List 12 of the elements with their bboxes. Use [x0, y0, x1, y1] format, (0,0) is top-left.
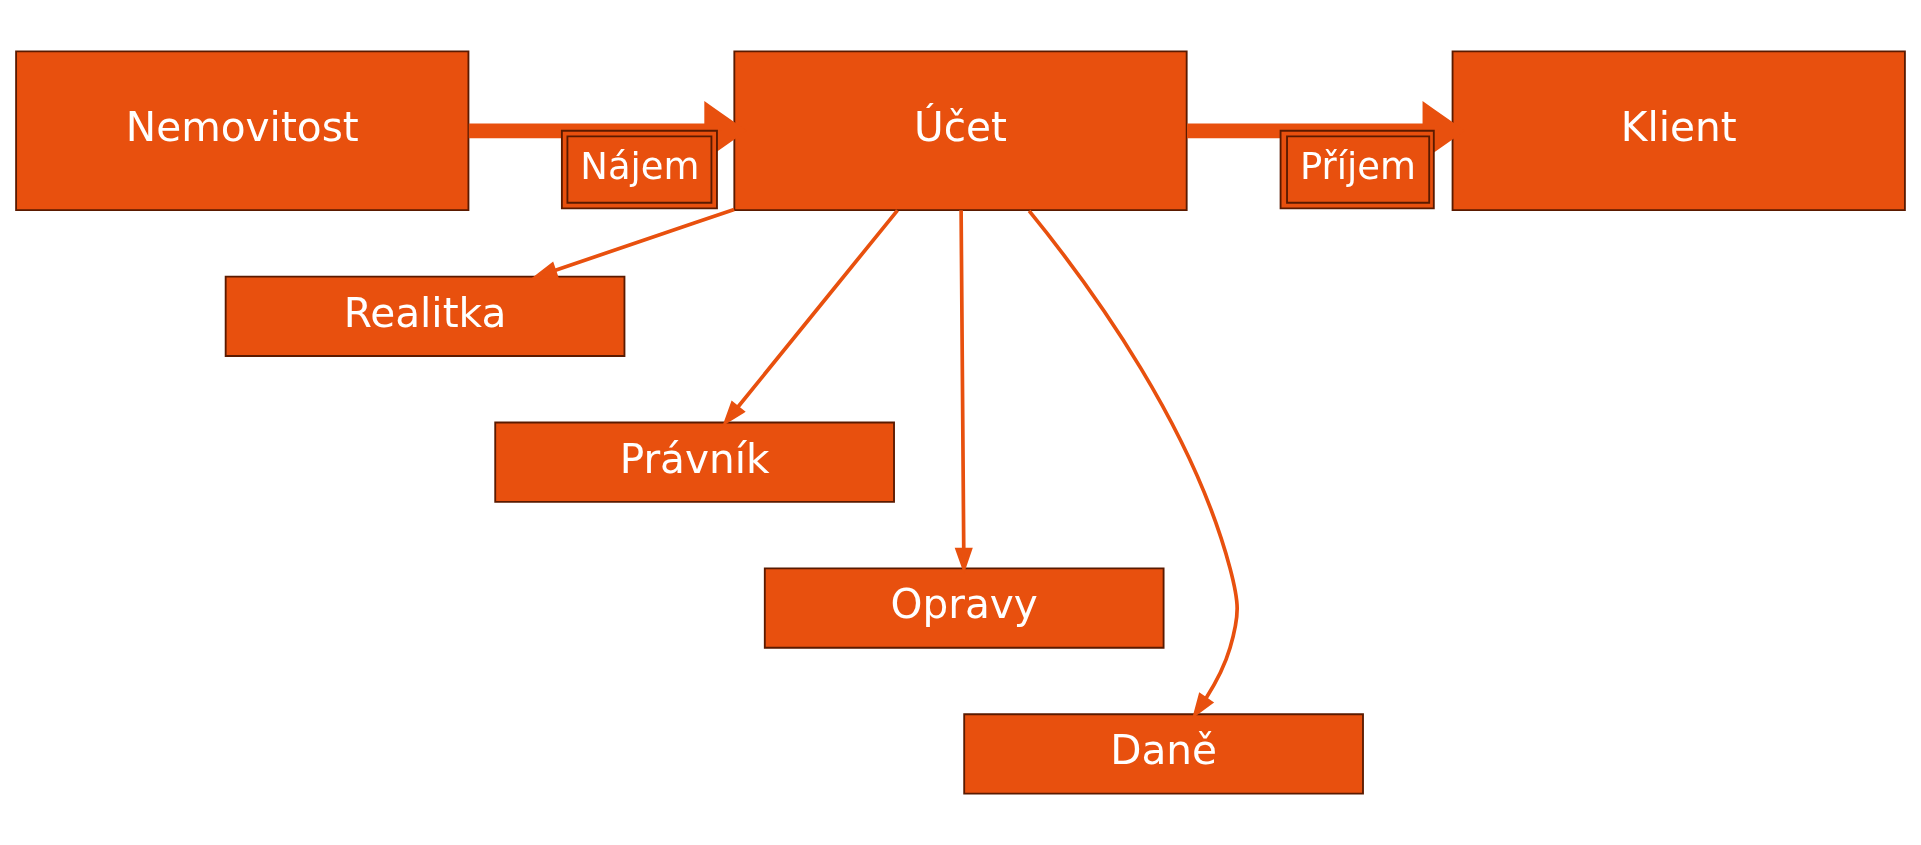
node-box: Realitka: [224, 275, 626, 357]
node-box: Daně: [963, 713, 1364, 795]
edge-label: Nájem: [580, 144, 700, 188]
node-box: Nemovitost: [15, 50, 470, 212]
arrow: [531, 207, 735, 279]
node-box: Klient: [1451, 50, 1906, 212]
arrow: [722, 209, 899, 427]
node-box: Opravy: [763, 567, 1165, 649]
edge-label: Příjem: [1299, 144, 1416, 188]
node-box: Účet: [733, 50, 1188, 212]
arrow: [1027, 209, 1239, 719]
node-box: Právník: [494, 421, 895, 503]
